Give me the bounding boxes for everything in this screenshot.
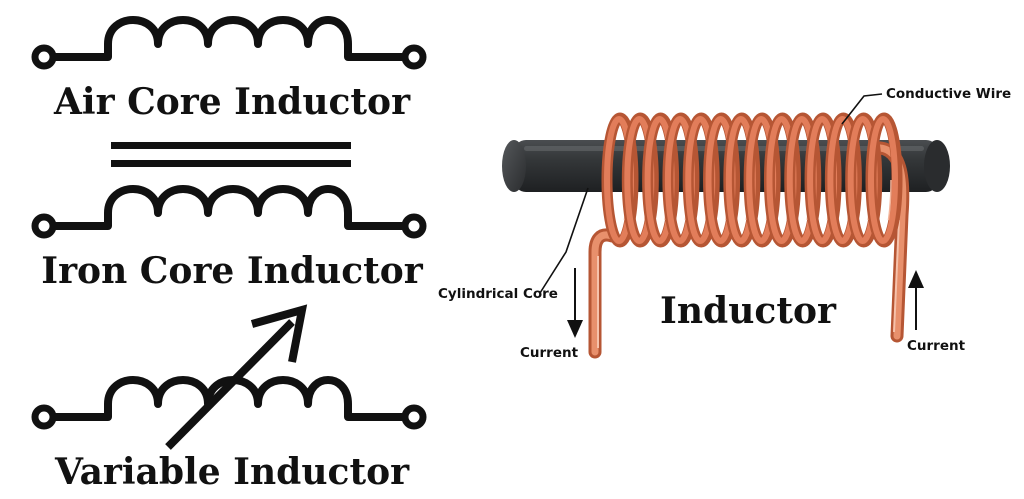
inductor-illustration <box>502 93 950 359</box>
iron-core-symbol <box>31 185 427 239</box>
air-core-label: Air Core Inductor <box>53 81 411 123</box>
variable-arrow-shaft <box>165 319 295 450</box>
coil-path <box>53 16 405 61</box>
air-core-symbol <box>31 16 427 70</box>
coil-turn-highlight <box>868 116 898 244</box>
variable-symbol <box>31 304 427 450</box>
core-end-left <box>502 140 526 192</box>
current-label-right: Current <box>907 338 966 354</box>
core-end-right <box>924 140 950 192</box>
coil-path <box>53 185 405 230</box>
coil-turn-shine <box>870 119 892 241</box>
terminal-left <box>31 404 57 430</box>
terminal-right <box>401 404 427 430</box>
terminal-right <box>401 44 427 70</box>
variable-label: Variable Inductor <box>54 451 410 493</box>
inductor-title: Inductor <box>660 290 837 332</box>
core-callout-line <box>539 187 589 294</box>
terminal-right <box>401 213 427 239</box>
terminal-left <box>31 44 57 70</box>
terminal-left <box>31 213 57 239</box>
iron-core-label: Iron Core Inductor <box>41 250 424 292</box>
variable-arrow-head <box>250 304 308 363</box>
current-label-left: Current <box>520 345 579 361</box>
coil-turns <box>601 112 903 248</box>
wire-callout-line <box>841 93 883 125</box>
wire-label: Conductive Wire <box>886 86 1011 102</box>
iron-core-bars <box>111 142 351 167</box>
core-label: Cylindrical Core <box>438 286 558 302</box>
